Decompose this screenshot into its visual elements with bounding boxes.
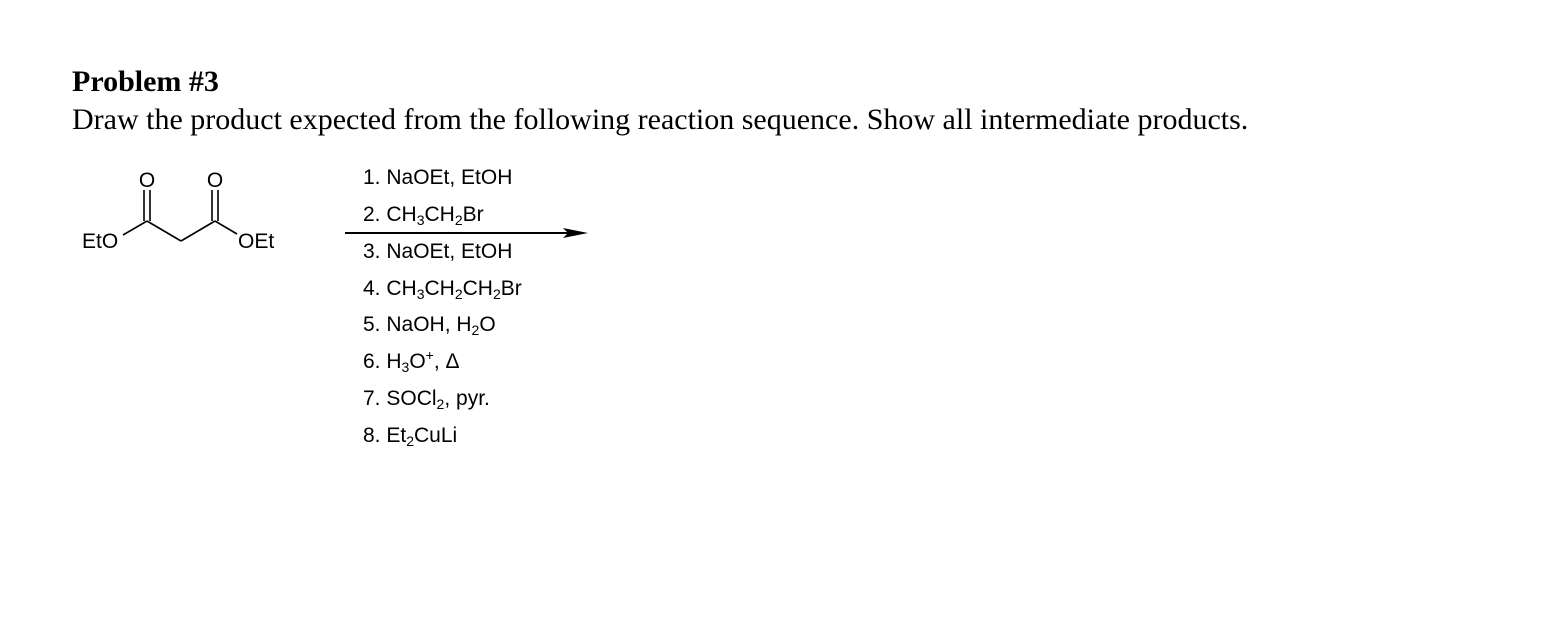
subscript: 2 <box>454 285 463 302</box>
reagent-text: H <box>386 350 402 374</box>
reagent-step: 7. SOCl2, pyr. <box>363 381 522 418</box>
reagent-step-number: 8. <box>363 423 387 447</box>
reagent-step: 5. NaOH, H2O <box>363 307 522 344</box>
reagent-text: O <box>479 313 496 337</box>
reagent-text: CH <box>424 276 455 300</box>
subscript: 2 <box>454 211 463 228</box>
subscript: 2 <box>406 432 414 449</box>
reagent-step-number: 3. <box>363 240 387 263</box>
reagent-text: SOCl <box>386 386 437 410</box>
reagent-step-number: 6. <box>363 350 387 374</box>
reagent-step-number: 7. <box>363 386 387 410</box>
bond-ester-o-to-carbonyl-left <box>122 220 148 236</box>
bond-ch2-to-carbonyl-right <box>180 220 216 242</box>
problem-title: Problem #3 <box>72 65 219 98</box>
structure-drawing: O O EtO OEt <box>82 169 274 253</box>
superscript: + <box>425 347 434 364</box>
reagent-text: Br <box>462 202 484 226</box>
reaction-arrow-drawing <box>345 228 588 238</box>
reagent-step-number: 4. <box>363 276 387 300</box>
subscript: 3 <box>416 211 425 228</box>
reagent-text: CH <box>386 202 417 226</box>
subscript: 3 <box>416 285 425 302</box>
reagent-step-number: 2. <box>363 202 387 226</box>
reagent-text: CH <box>424 202 455 226</box>
reagent-step-number: 5. <box>363 313 387 337</box>
reagent-step: 2. CH3CH2Br <box>363 197 512 234</box>
reagent-text: Et <box>386 423 407 447</box>
reagent-step: 1. NaOEt, EtOH <box>363 160 512 197</box>
reagent-text: Br <box>500 276 522 300</box>
arrow-head <box>563 228 588 238</box>
bond-carbonyl-right-to-ester-o <box>214 220 238 235</box>
reagent-text: O <box>409 350 426 374</box>
subscript: 2 <box>471 322 480 339</box>
ethoxy-group-right: OEt <box>238 230 274 253</box>
subscript: 2 <box>492 285 501 302</box>
reagent-step: 8. Et2CuLi <box>363 418 522 455</box>
reagent-text: , pyr. <box>444 386 490 410</box>
carbonyl-oxygen-right: O <box>207 169 223 192</box>
reagent-text: CH <box>386 276 417 300</box>
diethyl-malonate-structure: O O EtO OEt <box>70 165 300 265</box>
bond-carbonyl-left-to-ch2 <box>146 220 182 242</box>
reaction-arrow <box>344 225 589 241</box>
subscript: 2 <box>436 395 445 412</box>
reagent-text: CuLi <box>414 423 458 447</box>
reagent-step-number: 1. <box>363 166 387 189</box>
reagent-text: NaOH, H <box>386 313 472 337</box>
reagent-text: NaOEt, EtOH <box>386 166 513 189</box>
reagent-text: CH <box>462 276 493 300</box>
reagent-text: , Δ <box>433 350 460 374</box>
subscript: 3 <box>401 359 410 376</box>
reagent-text: NaOEt, EtOH <box>386 240 513 263</box>
reagent-step: 6. H3O+, Δ <box>363 344 522 381</box>
reagent-step: 4. CH3CH2CH2Br <box>363 271 522 308</box>
ethoxy-group-left: EtO <box>82 230 118 253</box>
reagent-step: 3. NaOEt, EtOH <box>363 234 522 271</box>
problem-instruction: Draw the product expected from the follo… <box>72 103 1249 136</box>
carbonyl-oxygen-left: O <box>139 169 155 192</box>
